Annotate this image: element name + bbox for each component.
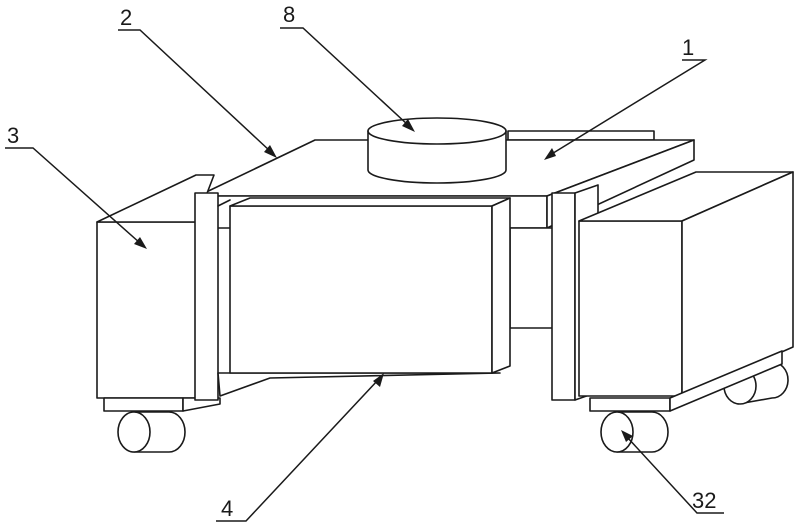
- callout-3-label: 3: [7, 123, 19, 148]
- callout-1-label: 1: [682, 35, 694, 60]
- front-base-plate: [217, 372, 501, 397]
- front-panel: [229, 197, 511, 374]
- callout-8-label: 8: [283, 2, 295, 27]
- callout-1: 1: [544, 35, 708, 160]
- right-caster-bracket: [589, 350, 783, 412]
- wheel-front-right: [600, 411, 669, 453]
- callout-2: 2: [118, 5, 277, 158]
- callout-4-label: 4: [221, 496, 233, 521]
- callout-4: 4: [216, 373, 384, 522]
- center-connector: [509, 227, 554, 329]
- left-caster-bracket: [103, 397, 221, 412]
- left-post: [194, 192, 231, 401]
- callout-32-label: 32: [692, 488, 716, 513]
- callout-32: 32: [621, 430, 724, 514]
- wheel-front-left: [117, 411, 186, 453]
- callout-8: 8: [280, 2, 415, 132]
- top-cylinder: [367, 117, 507, 184]
- right-box: [578, 171, 794, 397]
- callout-3: 3: [5, 123, 147, 249]
- callout-2-label: 2: [120, 5, 132, 30]
